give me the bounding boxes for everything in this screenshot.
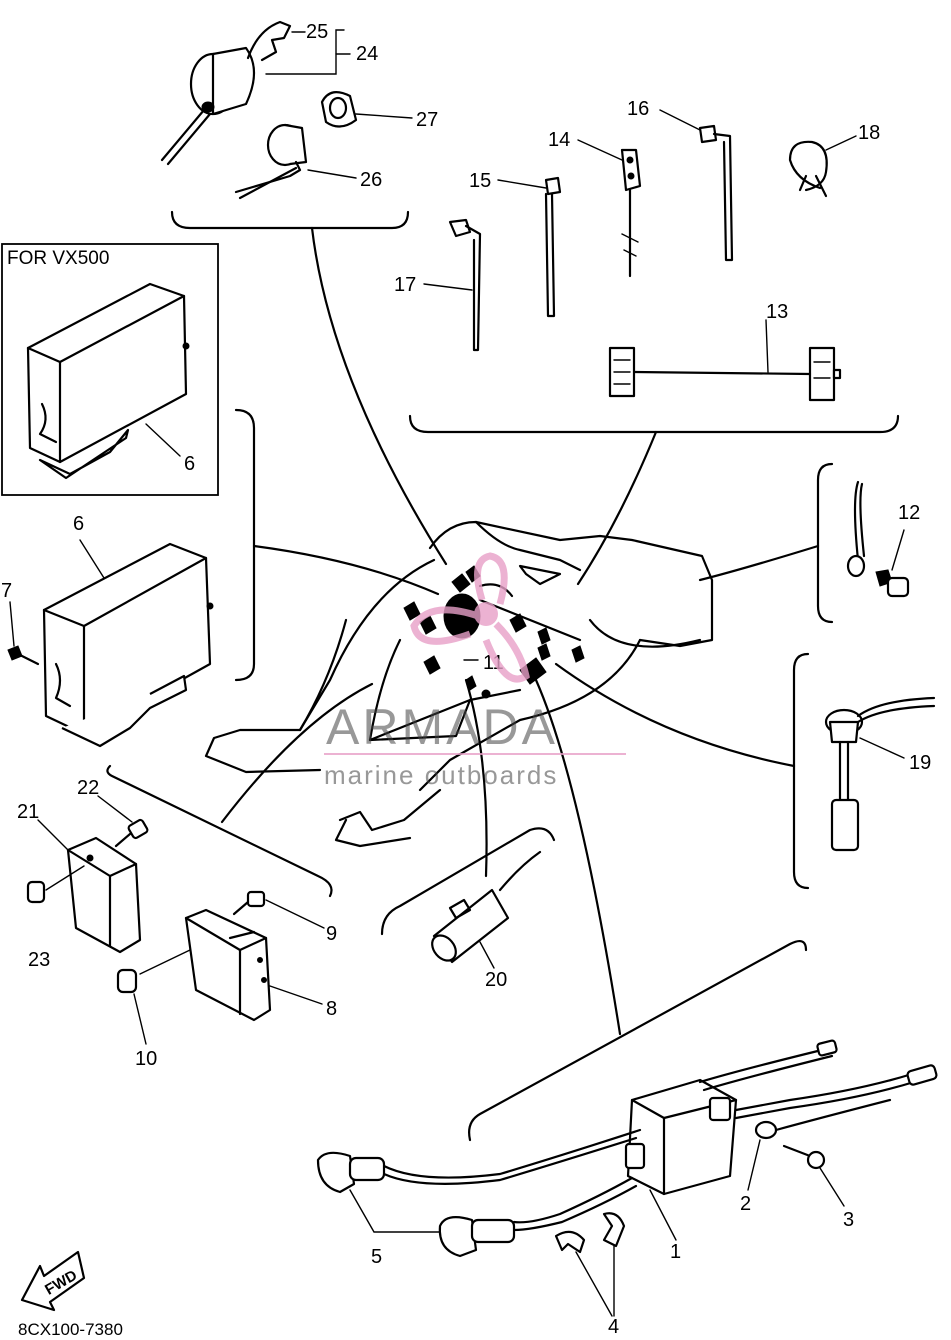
part-label-19: 19 bbox=[909, 752, 931, 774]
part-label-16: 16 bbox=[627, 98, 649, 120]
part-label-5: 5 bbox=[371, 1246, 382, 1268]
cdi-unit-group bbox=[7, 408, 440, 748]
part-label-18: 18 bbox=[858, 122, 880, 144]
part-label-4: 4 bbox=[608, 1316, 619, 1338]
part-label-20: 20 bbox=[485, 969, 507, 991]
part-label-3: 3 bbox=[843, 1209, 854, 1231]
clamps-ties-group bbox=[408, 109, 900, 586]
watermark-tagline: marine outboards bbox=[324, 760, 558, 790]
part-labels: 1 2 3 4 5 6 6 7 8 9 10 11 12 13 14 15 16… bbox=[1, 21, 931, 1338]
part-label-9: 9 bbox=[326, 923, 337, 945]
part-label-7: 7 bbox=[1, 580, 12, 602]
part-label-12: 12 bbox=[898, 502, 920, 524]
part-label-17: 17 bbox=[394, 274, 416, 296]
part-label-24: 24 bbox=[356, 43, 378, 65]
fwd-arrow: FWD bbox=[20, 1250, 86, 1312]
part-label-2: 2 bbox=[740, 1193, 751, 1215]
ground-lead-group bbox=[698, 462, 910, 624]
part-label-8: 8 bbox=[326, 998, 337, 1020]
sensor-group bbox=[554, 652, 936, 890]
vx500-inset: FOR VX500 bbox=[1, 243, 219, 496]
watermark: ARMADA marine outboards bbox=[324, 552, 626, 790]
capacitor-group bbox=[380, 827, 556, 969]
watermark-brand: ARMADA bbox=[326, 699, 558, 755]
part-label-14: 14 bbox=[548, 129, 570, 151]
rectifier-group bbox=[26, 682, 374, 1045]
part-label-27: 27 bbox=[416, 109, 438, 131]
part-label-6: 6 bbox=[73, 513, 84, 535]
inset-title: FOR VX500 bbox=[7, 248, 109, 269]
part-label-15: 15 bbox=[469, 170, 491, 192]
part-label-6-inset: 6 bbox=[184, 453, 195, 475]
part-label-21: 21 bbox=[17, 801, 39, 823]
watermark-logo-icon bbox=[410, 552, 530, 683]
ignition-coil-group bbox=[316, 939, 938, 1317]
part-label-1: 1 bbox=[670, 1241, 681, 1263]
part-label-25: 25 bbox=[306, 21, 328, 43]
drawing-code: 8CX100-7380 bbox=[18, 1320, 123, 1339]
part-label-10: 10 bbox=[135, 1048, 157, 1070]
part-label-22: 22 bbox=[77, 777, 99, 799]
part-label-13: 13 bbox=[766, 301, 788, 323]
part-label-26: 26 bbox=[360, 169, 382, 191]
main-switch-group bbox=[160, 20, 448, 566]
part-label-23: 23 bbox=[28, 949, 50, 971]
